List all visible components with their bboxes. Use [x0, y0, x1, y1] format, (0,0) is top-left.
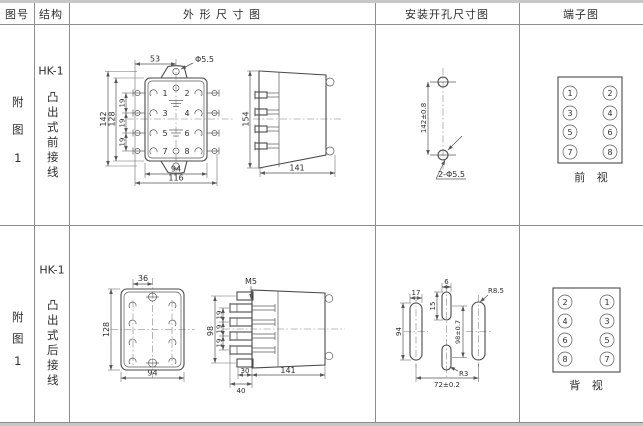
dim-141: 141: [280, 366, 295, 375]
row2-mounting-slots: [404, 285, 491, 377]
terminal-num: 6: [607, 128, 612, 137]
terminal-num: 1: [162, 89, 167, 98]
row2-mounting-drawing: 17 6 15 94 98±0.7 R8.5 R3 72±0.2: [395, 278, 504, 389]
dim-19: 19: [216, 325, 224, 334]
row1-mounting-dimensions: [426, 81, 466, 180]
row1-front-dimensions: [105, 60, 218, 186]
terminal-num: 5: [604, 336, 609, 345]
dim-142: 142: [99, 111, 108, 126]
row2-relay-side-body: [223, 289, 345, 369]
dim-6: 6: [444, 278, 449, 286]
terminal-num: 7: [567, 148, 572, 157]
header-mounting: 安装开孔尺寸图: [405, 8, 489, 21]
dim-141: 141: [289, 164, 304, 173]
dim-30: 30: [241, 367, 250, 375]
dim-40: 40: [237, 387, 246, 395]
dim-m5: M5: [245, 277, 257, 286]
terminal-circles: [557, 294, 615, 367]
terminal-num: 1: [604, 298, 609, 307]
row1-figure-label: 附图1: [10, 96, 25, 181]
dim-94: 94: [395, 327, 403, 336]
col-line-4: [519, 3, 520, 423]
col-line-2: [69, 3, 70, 423]
dim-98-tol: 98±0.7: [454, 320, 462, 344]
row1-outline-drawing: 1 2 3 4 5 6 7 8 53 Φ5.5 142 128 19 19 19…: [99, 55, 343, 186]
dim-94: 94: [171, 165, 181, 174]
hole-callout: 2-Φ5.5: [438, 170, 465, 179]
dim-19: 19: [216, 311, 224, 320]
terminal-num: 6: [562, 336, 567, 345]
row1-relay-side-body: [254, 70, 335, 169]
dim-19: 19: [119, 119, 127, 128]
row2-terminal-diagram: 2 1 4 3 6 5 8 7 背 视: [552, 287, 621, 392]
row2-outline-drawing: 36 128 94 M5 98 19 19 19: [102, 274, 345, 395]
terminal-num: 4: [184, 109, 189, 118]
terminal-num: 5: [162, 129, 167, 138]
top-border-strip: [0, 0, 643, 3]
terminal-num: 3: [604, 317, 609, 326]
view-label-rear: 背 视: [569, 378, 607, 392]
table-bottom-line: [0, 422, 643, 423]
terminal-num: 3: [567, 109, 572, 118]
header-figure-no: 图号: [5, 8, 29, 21]
col-line-3: [375, 3, 376, 423]
terminal-num: 7: [162, 147, 167, 156]
view-label-front: 前 视: [574, 170, 612, 184]
row2-side-dimensions: [211, 286, 326, 388]
terminal-num: 4: [562, 317, 567, 326]
terminal-num: 7: [604, 355, 609, 364]
bottom-border-strip: [0, 423, 643, 426]
row2-mounting-dimensions: [400, 283, 489, 382]
row2-structure-label: 凸出式后接线: [45, 299, 60, 389]
dim-98: 98: [206, 326, 215, 336]
row1-structure-label: 凸出式前接线: [45, 91, 60, 181]
dim-15: 15: [429, 302, 437, 311]
row1-model-label: HK-1: [38, 64, 64, 78]
row2-model-label: HK-1: [39, 263, 65, 277]
col-line-1: [34, 3, 35, 423]
dim-r3: R3: [459, 370, 468, 378]
dim-53: 53: [150, 55, 160, 64]
dim-17: 17: [412, 289, 421, 297]
row2-figure-label: 附图1: [10, 311, 25, 378]
row1-mounting-holes: [430, 68, 456, 174]
row1-terminal-diagram: 1 2 3 4 5 6 7 8 前 视: [557, 76, 623, 184]
row2-relay-front-body: [120, 288, 185, 371]
terminal-circles: [562, 85, 618, 160]
header-outline: 外 形 尺 寸 图: [183, 8, 261, 21]
dim-r85: R8.5: [488, 287, 504, 295]
terminal-num: 3: [162, 109, 167, 118]
dim-116: 116: [168, 174, 183, 183]
row2-front-dimensions: [108, 279, 185, 382]
terminal-num: 1: [567, 89, 572, 98]
row1-side-dimensions: [247, 70, 336, 177]
terminal-num: 8: [184, 147, 189, 156]
row-divider: [0, 225, 643, 226]
dim-19: 19: [119, 138, 127, 147]
terminal-num: 4: [607, 109, 612, 118]
row1-mounting-drawing: 142±0.8 2-Φ5.5: [420, 68, 466, 180]
dim-128: 128: [108, 111, 117, 126]
terminal-num: 2: [562, 298, 567, 307]
terminal-num: 8: [562, 355, 567, 364]
dim-hole: Φ5.5: [195, 55, 214, 64]
header-divider: [0, 24, 643, 25]
dim-19: 19: [216, 339, 224, 348]
terminal-num: 2: [607, 89, 612, 98]
dim-142-tol: 142±0.8: [420, 103, 428, 133]
terminal-box: [552, 287, 621, 373]
terminal-num: 8: [607, 148, 612, 157]
dim-128: 128: [102, 322, 111, 337]
header-structure: 结构: [39, 8, 63, 21]
header-terminal: 端子图: [563, 8, 599, 21]
dim-72-tol: 72±0.2: [434, 381, 460, 389]
dim-36: 36: [138, 274, 148, 283]
dim-19: 19: [119, 99, 127, 108]
terminal-box: [557, 76, 623, 164]
terminal-num: 5: [567, 128, 572, 137]
dim-154: 154: [242, 111, 251, 126]
dim-94: 94: [147, 369, 157, 378]
terminal-num: 6: [184, 129, 189, 138]
terminal-num: 2: [184, 89, 189, 98]
